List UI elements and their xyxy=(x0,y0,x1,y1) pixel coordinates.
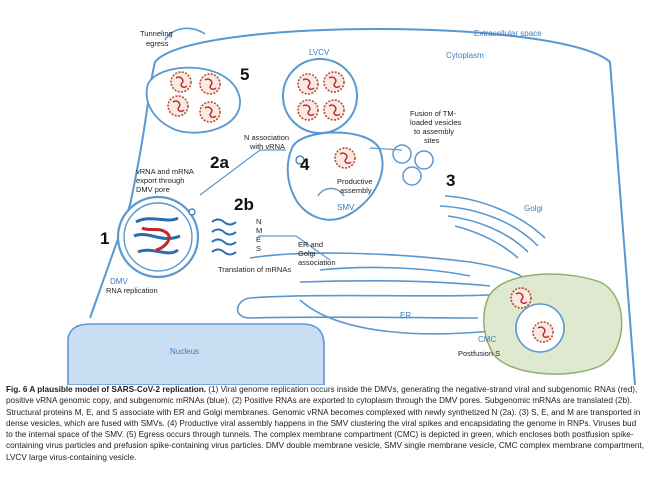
tunnel-membrane xyxy=(164,27,206,41)
label-fusion-3: to assembly xyxy=(414,127,454,136)
step-2b: 2b xyxy=(234,195,254,214)
label-er-golgi-3: association xyxy=(298,258,336,267)
cell-membrane xyxy=(89,28,636,385)
label-rna-replication: RNA replication xyxy=(106,286,158,295)
arrows xyxy=(199,147,403,261)
step-4: 4 xyxy=(300,155,310,174)
label-golgi: Golgi xyxy=(524,204,543,213)
cmc-compartment xyxy=(482,273,623,375)
label-nucleus: Nucleus xyxy=(170,347,199,356)
label-smv: SMV xyxy=(337,203,355,212)
golgi-membranes xyxy=(439,195,546,259)
lvcv-vesicle xyxy=(282,58,358,134)
label-n-assoc-1: N association xyxy=(244,133,289,142)
label-er: ER xyxy=(400,311,411,320)
figure-caption: Fig. 6 A plausible model of SARS-CoV-2 r… xyxy=(6,384,644,463)
er-membranes xyxy=(236,252,529,335)
label-productive-2: assembly xyxy=(340,186,372,195)
label-translation: Translation of mRNAs xyxy=(218,265,291,274)
label-productive-1: Productive xyxy=(337,177,372,186)
label-dmv: DMV xyxy=(110,277,128,286)
label-er-golgi-1: ER and xyxy=(298,240,323,249)
dmv-vesicle xyxy=(116,195,200,279)
label-n-assoc-2: with vRNA xyxy=(249,142,285,151)
label-extracellular: Extracellular space xyxy=(474,29,542,38)
caption-title: Fig. 6 A plausible model of SARS-CoV-2 r… xyxy=(6,385,207,394)
mrna-squiggles xyxy=(211,218,237,256)
label-s: S xyxy=(256,244,261,253)
step-1: 1 xyxy=(100,229,109,248)
label-export-1: vRNA and mRNA xyxy=(136,167,194,176)
label-cytoplasm: Cytoplasm xyxy=(446,51,484,60)
replication-diagram: 5 2a 2b 1 4 3 Tunneling egress Extracell… xyxy=(67,27,636,385)
label-m: M xyxy=(256,226,262,235)
label-n: N xyxy=(256,217,261,226)
label-export-3: DMV pore xyxy=(136,185,170,194)
nucleus xyxy=(67,323,325,385)
step-3: 3 xyxy=(446,171,455,190)
step-5: 5 xyxy=(240,65,249,84)
label-postfusion: Postfusion S xyxy=(458,349,500,358)
label-export-2: export through xyxy=(136,176,184,185)
label-fusion-1: Fusion of TM- xyxy=(410,109,457,118)
label-e: E xyxy=(256,235,261,244)
label-fusion-2: loaded vesicles xyxy=(410,118,462,127)
label-lvcv: LVCV xyxy=(309,48,330,57)
label-tunneling: Tunneling xyxy=(140,29,173,38)
fusion-vesicles xyxy=(392,144,434,186)
label-egress: egress xyxy=(146,39,169,48)
tunnel-vesicle xyxy=(145,66,241,134)
label-fusion-4: sites xyxy=(424,136,440,145)
smv-vesicle xyxy=(286,131,384,221)
caption-body: (1) Viral genome replication occurs insi… xyxy=(6,385,644,462)
step-2a: 2a xyxy=(210,153,229,172)
label-er-golgi-2: Golgi xyxy=(298,249,316,258)
label-cmc: CMC xyxy=(478,335,496,344)
